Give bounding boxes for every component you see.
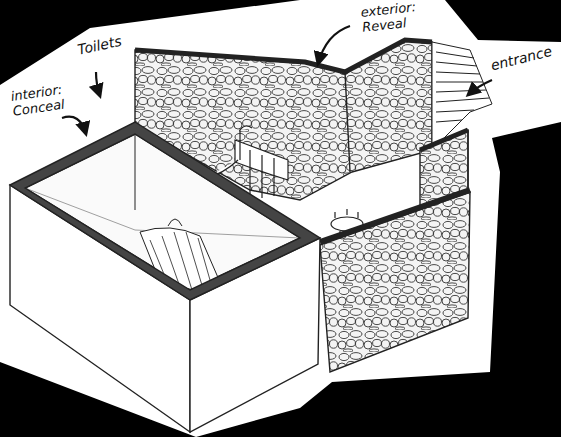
leader-arrows — [62, 26, 492, 134]
interior-box — [10, 122, 320, 432]
